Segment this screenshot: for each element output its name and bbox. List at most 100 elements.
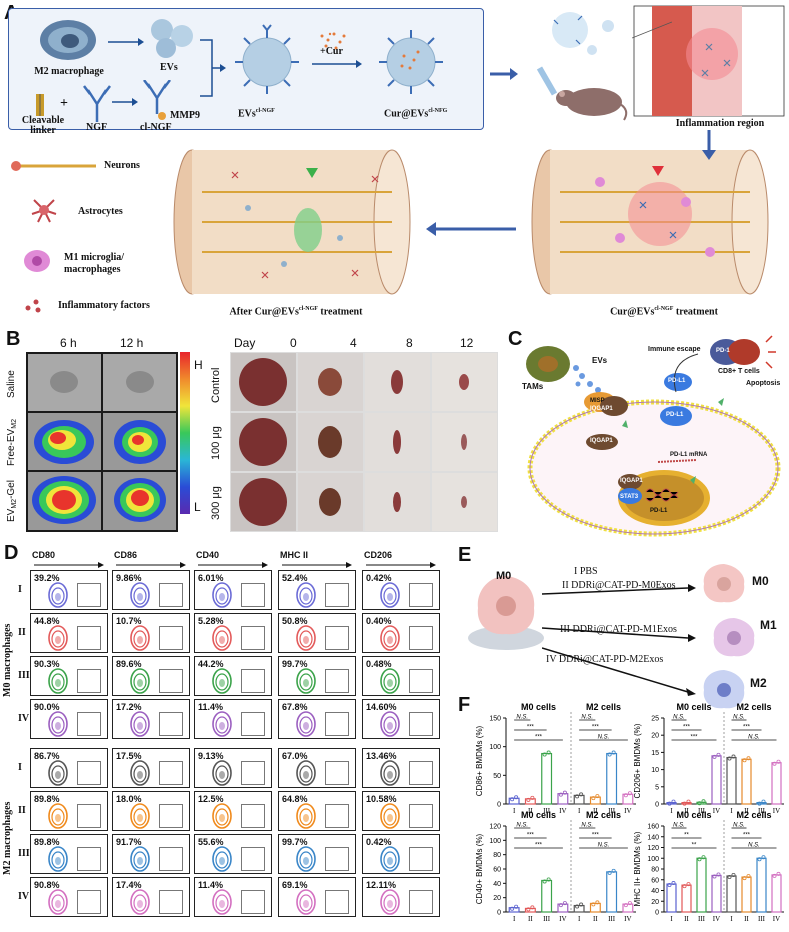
data-point <box>607 870 612 875</box>
x-tick-label: II <box>528 807 533 815</box>
data-point <box>776 759 781 764</box>
y-tick-label: 60 <box>493 867 501 874</box>
y-tick-label: 150 <box>489 716 501 723</box>
significance-label: N.S. <box>516 823 528 829</box>
bar <box>589 902 601 913</box>
m2-outcome-label: M2 <box>750 676 767 690</box>
bar <box>622 903 634 913</box>
data-point <box>623 903 628 908</box>
inflammation-region-illustration <box>633 5 785 117</box>
x-tick-label: II <box>684 807 689 815</box>
curcumin-icon <box>320 32 346 50</box>
ivis-signals <box>32 371 166 524</box>
arrow-icon <box>112 98 138 106</box>
x-tick-label: III <box>543 915 551 923</box>
m1-outcome-label: M1 <box>760 618 777 632</box>
x-tick-label: I <box>730 807 733 815</box>
data-point <box>712 754 717 759</box>
y-tick-label: 60 <box>651 877 659 884</box>
m2-cells-label: M2 cells <box>586 810 621 820</box>
data-point <box>761 855 766 860</box>
iqgap1-label-2: IQGAP1 <box>590 438 613 444</box>
significance-label: *** <box>527 725 535 731</box>
bar <box>741 758 752 805</box>
data-point <box>686 882 691 887</box>
evs-label-c: EVs <box>592 356 608 365</box>
x-tick-label: IV <box>773 915 780 923</box>
bar <box>681 884 692 913</box>
data-point <box>761 799 766 804</box>
y-tick-label: 140 <box>647 834 659 841</box>
data-point <box>697 801 702 806</box>
immune-escape-label: Immune escape <box>648 346 701 353</box>
data-point <box>776 871 781 876</box>
y-tick-label: 25 <box>651 716 659 723</box>
data-point <box>611 868 616 873</box>
significance-label: *** <box>592 833 600 839</box>
x-tick-label: I <box>670 807 673 815</box>
treatment-arrows <box>542 584 696 696</box>
significance-label: N.S. <box>748 735 760 741</box>
data-point <box>542 752 547 757</box>
significance-label: N.S. <box>748 843 760 849</box>
significance-label: N.S. <box>733 715 745 721</box>
bar <box>756 857 767 913</box>
data-point <box>591 902 596 907</box>
data-point <box>562 790 567 795</box>
bar <box>589 796 601 805</box>
panel-label-b: B <box>6 328 21 350</box>
arrow-down-icon <box>702 130 716 160</box>
data-point <box>579 792 584 797</box>
m2-result-cell <box>703 670 745 709</box>
m0-outcome-label: M0 <box>752 574 769 588</box>
treatment-i: I PBS <box>574 566 598 577</box>
pd1-label: PD-1 <box>716 348 730 354</box>
astrocyte-icon <box>31 199 57 223</box>
data-point <box>591 796 596 801</box>
m2-cells-label: M2 cells <box>736 702 771 712</box>
bar <box>606 752 618 805</box>
pd-l1-cytoplasm-label: PD-L1 <box>666 412 684 418</box>
x-tick-label: II <box>528 915 533 923</box>
significance-label: N.S. <box>733 823 745 829</box>
m2-macrophage-icon <box>40 20 96 60</box>
m0-cells-label: M0 cells <box>521 810 556 820</box>
bar <box>681 802 692 805</box>
m2-cells-label: M2 cells <box>586 702 621 712</box>
significance-label: N.S. <box>581 823 593 829</box>
scale-high: H <box>194 358 203 372</box>
data-point <box>742 876 747 881</box>
bar <box>524 907 536 913</box>
data-point <box>530 905 535 910</box>
cl-ngf-label: cl-NGF <box>140 122 172 133</box>
x-tick-label: IV <box>713 915 720 923</box>
y-tick-label: 0 <box>497 910 501 917</box>
bar <box>741 876 752 913</box>
panel-label-e: E <box>458 544 472 566</box>
x-tick-label: III <box>698 915 706 923</box>
data-point <box>607 752 612 757</box>
x-tick-label: IV <box>624 807 631 815</box>
x-tick-label: IV <box>559 807 566 815</box>
stat3-label: STAT3 <box>620 494 639 500</box>
data-point <box>772 873 777 878</box>
pd-l1-nucleus-label: PD-L1 <box>650 508 668 514</box>
bar <box>622 793 634 805</box>
data-point <box>558 903 563 908</box>
bar <box>711 874 722 913</box>
significance-label: *** <box>535 735 543 741</box>
data-point <box>671 881 676 886</box>
y-tick-label: 100 <box>489 838 501 845</box>
data-point <box>510 906 515 911</box>
after-treatment-spinal-cord <box>173 149 411 295</box>
ngf-label: NGF <box>86 122 108 133</box>
m0-cell-dish <box>468 576 544 650</box>
y-axis-label: CD40+ BMDMs (%) <box>475 833 484 904</box>
mouse-injection-illustration <box>536 12 628 121</box>
cd8-label: CD8+ T cells <box>718 368 760 375</box>
y-axis-label: CD86+ BMDMs (%) <box>475 725 484 796</box>
m0-cells-label: M0 cells <box>676 810 711 820</box>
legend-inflammatory-factors: Inflammatory factors <box>58 300 150 311</box>
significance-label: N.S. <box>581 715 593 721</box>
data-point <box>682 884 687 889</box>
